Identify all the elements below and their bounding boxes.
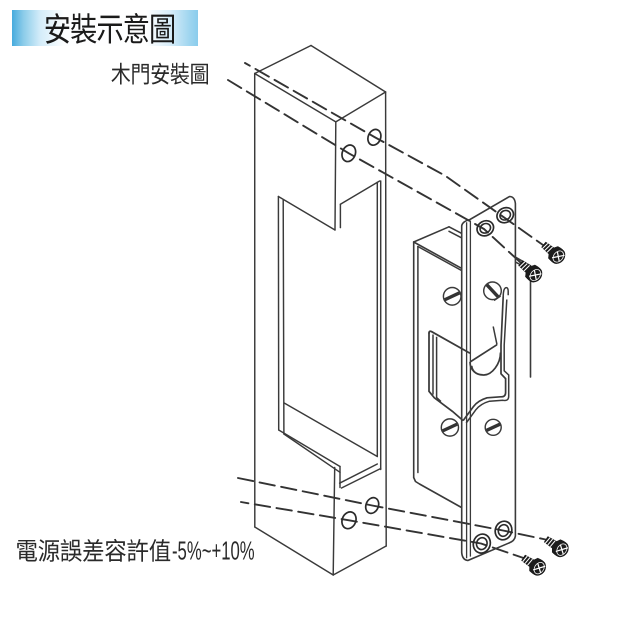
svg-text:-5%~+10%: -5%~+10% <box>172 536 255 566</box>
